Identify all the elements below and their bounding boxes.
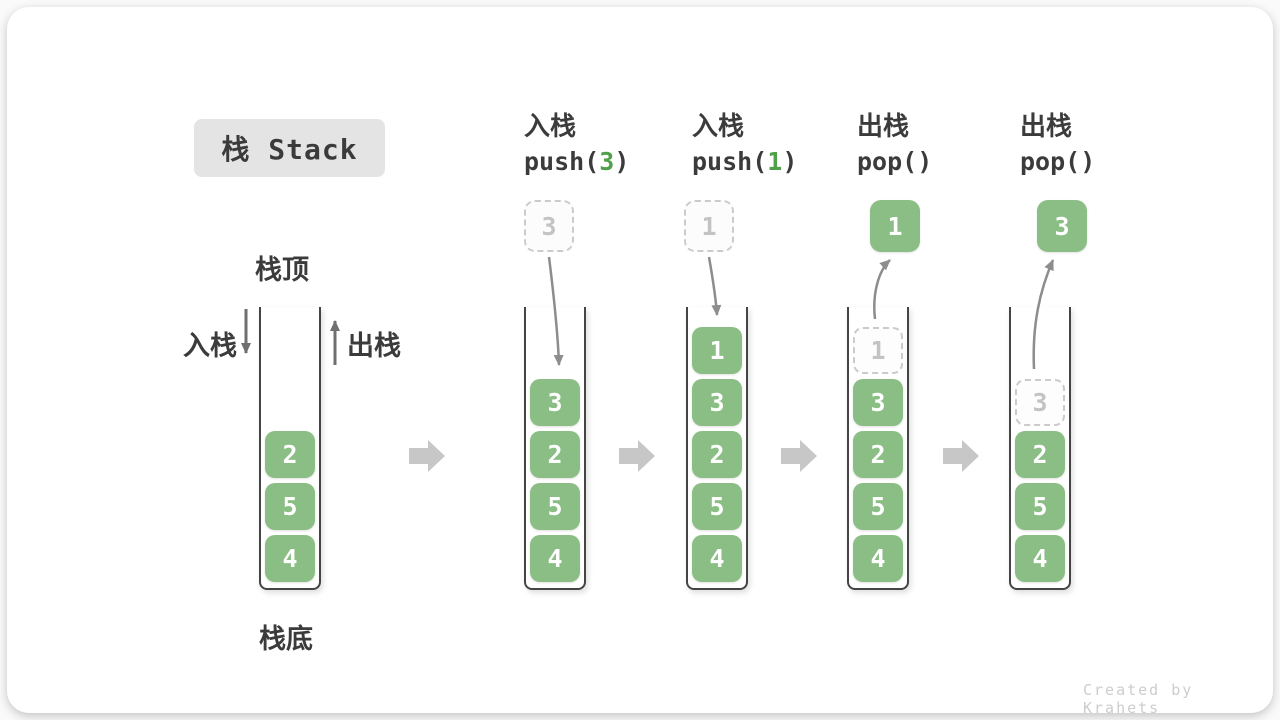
code-pre: pop( bbox=[1020, 147, 1081, 176]
stack-element: 3 bbox=[530, 379, 580, 426]
stack-element: 4 bbox=[1015, 535, 1065, 582]
stack-initial: 2 5 4 bbox=[259, 307, 321, 590]
stack-element: 5 bbox=[853, 483, 903, 530]
stack-after-push-3: 3 2 5 4 bbox=[524, 307, 586, 590]
stack-top-label: 栈顶 bbox=[255, 255, 309, 286]
code-post: ) bbox=[1080, 147, 1096, 176]
stack-element: 3 bbox=[853, 379, 903, 426]
popped-value-box: 3 bbox=[1037, 200, 1087, 252]
diagram-card: 栈 Stack 入栈 push(3) 入栈 push(1) 出栈 pop() 出… bbox=[7, 7, 1273, 717]
stack-element: 3 bbox=[692, 379, 742, 426]
stack-element: 2 bbox=[1015, 431, 1065, 478]
stack-after-pop-1: 1 3 2 5 4 bbox=[847, 307, 909, 590]
code-post: ) bbox=[782, 147, 798, 176]
step-op-label: 入栈 bbox=[692, 112, 745, 142]
code-post: ) bbox=[614, 147, 630, 176]
pop-direction-label: 出栈 bbox=[347, 331, 401, 362]
popped-value-box: 1 bbox=[870, 200, 920, 252]
step-op-label: 出栈 bbox=[1020, 112, 1073, 142]
code-arg: 3 bbox=[599, 147, 615, 176]
stack-after-push-1: 1 3 2 5 4 bbox=[686, 307, 748, 590]
stack-element: 1 bbox=[692, 327, 742, 374]
next-step-arrow-icon bbox=[409, 440, 445, 472]
stack-element: 5 bbox=[265, 483, 315, 530]
stack-element: 2 bbox=[530, 431, 580, 478]
step-header-pop-1: 出栈 pop() bbox=[857, 111, 932, 179]
next-step-arrow-icon bbox=[619, 440, 655, 472]
step-code-label: push(1) bbox=[692, 144, 797, 179]
step-op-label: 入栈 bbox=[524, 112, 577, 142]
step-op-label: 出栈 bbox=[857, 112, 910, 142]
next-step-arrow-icon bbox=[781, 440, 817, 472]
stack-element: 5 bbox=[530, 483, 580, 530]
stack-element: 4 bbox=[853, 535, 903, 582]
stack-element: 4 bbox=[530, 535, 580, 582]
step-header-push-1: 入栈 push(1) bbox=[692, 111, 797, 179]
step-header-push-3: 入栈 push(3) bbox=[524, 111, 629, 179]
code-pre: push( bbox=[692, 147, 768, 176]
stack-element: 4 bbox=[692, 535, 742, 582]
push-direction-label: 入栈 bbox=[183, 331, 237, 362]
stack-element: 4 bbox=[265, 535, 315, 582]
step-code-label: push(3) bbox=[524, 144, 629, 179]
removed-element-ghost: 1 bbox=[853, 327, 903, 374]
step-header-pop-3: 出栈 pop() bbox=[1020, 111, 1095, 179]
step-code-label: pop() bbox=[857, 144, 932, 179]
removed-element-ghost: 3 bbox=[1015, 379, 1065, 426]
code-arg: 1 bbox=[767, 147, 783, 176]
incoming-value-box: 1 bbox=[684, 200, 734, 252]
diagram-title-text: 栈 Stack bbox=[221, 133, 358, 166]
code-post: ) bbox=[917, 147, 933, 176]
stack-element: 2 bbox=[853, 431, 903, 478]
next-step-arrow-icon bbox=[943, 440, 979, 472]
code-pre: pop( bbox=[857, 147, 918, 176]
incoming-value-box: 3 bbox=[524, 200, 574, 252]
code-pre: push( bbox=[524, 147, 600, 176]
stack-bottom-label: 栈底 bbox=[259, 624, 313, 655]
stack-element: 5 bbox=[692, 483, 742, 530]
diagram-title: 栈 Stack bbox=[194, 119, 385, 177]
step-code-label: pop() bbox=[1020, 144, 1095, 179]
stack-element: 2 bbox=[265, 431, 315, 478]
watermark: Created by Krahets bbox=[1083, 681, 1194, 717]
stack-element: 5 bbox=[1015, 483, 1065, 530]
stack-element: 2 bbox=[692, 431, 742, 478]
stack-after-pop-3: 3 2 5 4 bbox=[1009, 307, 1071, 590]
